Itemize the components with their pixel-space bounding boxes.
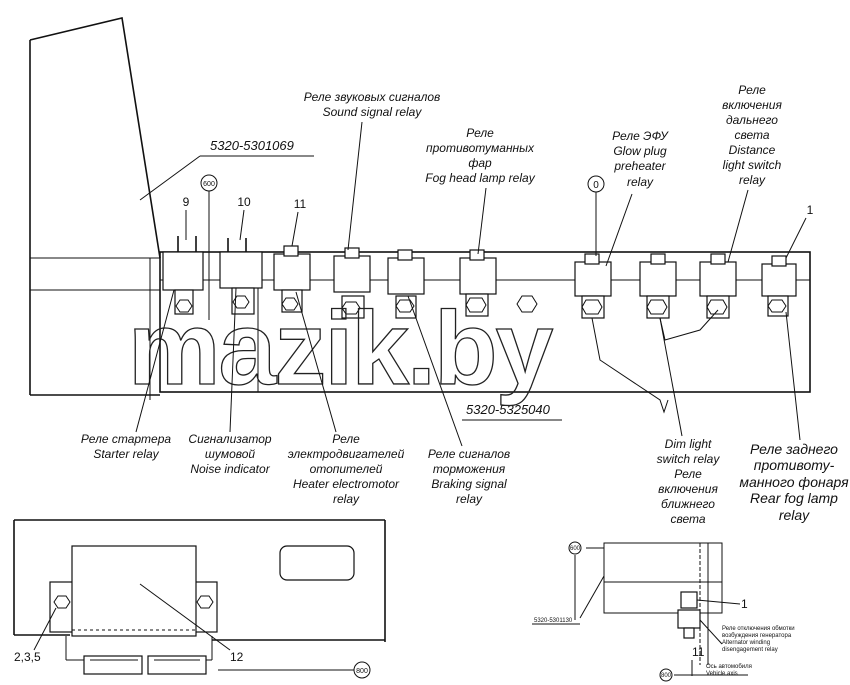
svg-text:отопителей: отопителей: [310, 462, 383, 476]
detail-bottom-right: 600 5320-5301130 1 11 Реле отключения об…: [532, 541, 795, 682]
svg-text:preheater: preheater: [613, 159, 666, 173]
pos-1: 1: [807, 203, 814, 217]
relay-noise-indicator: [219, 238, 263, 315]
svg-text:relay: relay: [739, 173, 766, 187]
svg-text:Ось автомобиля: Ось автомобиля: [706, 664, 752, 670]
pos-10: 10: [237, 195, 251, 209]
svg-text:Fog head lamp relay: Fog head lamp relay: [425, 171, 535, 185]
pos-9: 9: [183, 195, 190, 209]
svg-text:Реле: Реле: [738, 83, 766, 97]
svg-text:5320-5325040: 5320-5325040: [466, 402, 551, 417]
pos-11: 11: [294, 197, 307, 211]
pos-12: 12: [230, 650, 244, 664]
detail-pos-11: 11: [692, 645, 705, 659]
label-starter-relay: Реле стартера Starter relay: [81, 289, 175, 461]
pos-2-3-5: 2,3,5: [14, 650, 41, 664]
svg-text:0: 0: [593, 180, 599, 191]
svg-text:манного фонаря: манного фонаря: [739, 474, 849, 490]
label-rear-fog-lamp-relay: Реле заднего противоту- манного фонаря R…: [739, 311, 849, 523]
svg-text:Реле: Реле: [332, 432, 360, 446]
relay-starter: [162, 236, 204, 315]
svg-text:Dim light: Dim light: [665, 437, 712, 451]
svg-text:шумовой: шумовой: [205, 447, 256, 461]
svg-text:switch relay: switch relay: [657, 452, 721, 466]
cab-wall-structure: [29, 17, 161, 396]
callout-800: 800: [356, 668, 368, 675]
svg-text:Реле звуковых сигналов: Реле звуковых сигналов: [304, 90, 441, 104]
svg-text:электродвигателей: электродвигателей: [288, 447, 405, 461]
svg-text:противотуманных: противотуманных: [426, 141, 535, 155]
label-fog-head-lamp-relay: Реле противотуманных фар Fog head lamp r…: [425, 126, 536, 255]
svg-text:relay: relay: [456, 492, 483, 506]
svg-text:Sound signal relay: Sound signal relay: [323, 105, 423, 119]
part-number-panel: 5320-5325040: [462, 402, 562, 421]
svg-text:Реле: Реле: [674, 467, 702, 481]
svg-text:relay: relay: [627, 175, 654, 189]
detail-part-number: 5320-5301130: [534, 618, 573, 624]
relay-fog-head-lamp: [459, 249, 497, 317]
svg-text:relay: relay: [333, 492, 360, 506]
svg-text:ближнего: ближнего: [661, 497, 715, 511]
callout-600: 600: [200, 174, 218, 320]
svg-text:relay: relay: [779, 507, 810, 523]
label-sound-signal-relay: Реле звуковых сигналов Sound signal rela…: [304, 90, 441, 251]
part-number-bracket: 5320-5301069: [139, 138, 314, 201]
relay-rear-fog-lamp: [761, 255, 797, 317]
wire-harness: [591, 317, 669, 414]
svg-text:Реле отключения обмотки: Реле отключения обмотки: [722, 626, 795, 632]
relay-glow-plug: [574, 253, 612, 319]
label-noise-indicator: Сигнализатор шумовой Noise indicator: [188, 287, 272, 476]
svg-text:включения: включения: [658, 482, 718, 496]
label-dim-light-relay: Dim light switch relay Реле включения бл…: [657, 317, 721, 526]
svg-text:Реле сигналов: Реле сигналов: [428, 447, 510, 461]
svg-text:Distance: Distance: [729, 143, 776, 157]
svg-text:Реле стартера: Реле стартера: [81, 432, 171, 446]
svg-text:Реле: Реле: [466, 126, 494, 140]
detail-callout-800: 800: [661, 673, 672, 679]
svg-text:Starter relay: Starter relay: [93, 447, 159, 461]
svg-text:5320-5301069: 5320-5301069: [210, 138, 294, 153]
fastening-nuts: [175, 295, 787, 315]
svg-text:Braking signal: Braking signal: [431, 477, 507, 491]
detail-pos-1: 1: [741, 597, 748, 611]
svg-text:disengagement relay: disengagement relay: [722, 647, 778, 653]
svg-text:Noise indicator: Noise indicator: [190, 462, 270, 476]
svg-text:Реле заднего: Реле заднего: [750, 441, 838, 457]
relay-dim-light: [639, 253, 677, 319]
relay-heater-motor: [273, 245, 311, 313]
svg-text:Vehicle axis: Vehicle axis: [706, 671, 738, 677]
label-heater-motor-relay: Реле электродвигателей отопителей Heater…: [288, 291, 405, 506]
svg-text:Alternator winding: Alternator winding: [722, 640, 770, 646]
label-distance-light-relay: Реле включения дальнего света Distance l…: [722, 83, 782, 263]
watermark: mazik.by: [128, 291, 553, 407]
svg-text:Rear fog lamp: Rear fog lamp: [750, 490, 838, 506]
svg-text:Сигнализатор: Сигнализатор: [188, 432, 271, 446]
label-glow-plug-relay: Реле ЭФУ Glow plug preheater relay: [605, 129, 669, 267]
svg-text:фар: фар: [468, 156, 492, 170]
svg-text:включения: включения: [722, 98, 782, 112]
detail-callout-600: 600: [570, 546, 581, 552]
svg-text:торможения: торможения: [433, 462, 506, 476]
callout-0: 0: [587, 175, 605, 256]
svg-text:возбуждения генератора: возбуждения генератора: [722, 633, 792, 639]
svg-text:Heater electromotor: Heater electromotor: [293, 477, 400, 491]
svg-text:света: света: [670, 512, 705, 526]
mounting-nut: [516, 295, 538, 313]
svg-text:600: 600: [203, 181, 215, 188]
detail-bottom-left: 2,3,5 12 800: [13, 519, 386, 679]
svg-text:противоту-: противоту-: [754, 457, 835, 473]
svg-text:Glow plug: Glow plug: [613, 144, 667, 158]
relay-row: [162, 236, 797, 414]
svg-text:света: света: [734, 128, 769, 142]
relay-distance-light: [699, 253, 737, 319]
svg-text:дальнего: дальнего: [726, 113, 778, 127]
svg-text:Реле ЭФУ: Реле ЭФУ: [612, 129, 669, 143]
label-braking-signal-relay: Реле сигналов торможения Braking signal …: [407, 295, 510, 506]
svg-text:light switch: light switch: [723, 158, 782, 172]
